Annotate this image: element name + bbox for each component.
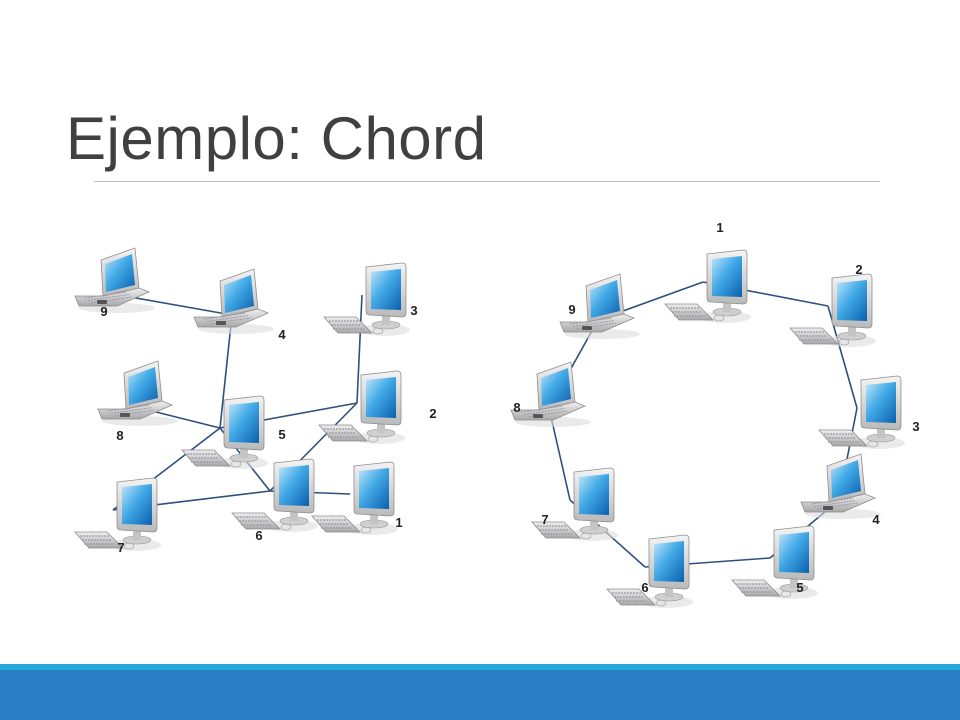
- right-ring-node-9-laptop-icon: [559, 273, 640, 339]
- right-ring-node-2-label: 2: [855, 262, 862, 277]
- left-network-node-2-label: 2: [429, 406, 436, 421]
- right-ring-node-5-label: 5: [796, 580, 803, 595]
- left-network-node-4-label: 4: [278, 327, 286, 342]
- right-ring-node-3-label: 3: [912, 419, 919, 434]
- right-ring-node-9-label: 9: [568, 302, 575, 317]
- right-ring-node-5-desktop-icon: [731, 525, 818, 599]
- right-ring-node-2-desktop-icon: [789, 273, 876, 347]
- right-ring-node-4-laptop-icon: [800, 453, 881, 519]
- left-network-node-7-desktop-icon: [74, 477, 161, 551]
- chord-network-diagram: 9 4 8 5 3 2 7 6 1 1 2 3 4 5 6 7 8 9: [74, 220, 920, 608]
- left-network-node-3-label: 3: [410, 303, 417, 318]
- left-network-node-3-desktop-icon: [323, 262, 410, 336]
- left-network-node-4-laptop-icon: [193, 268, 274, 334]
- footer-accent-bar: [0, 664, 960, 670]
- right-ring-node-1-desktop-icon: [664, 249, 751, 323]
- nodes-layer: 9 4 8 5 3 2 7 6 1 1 2 3 4 5 6 7 8 9: [74, 220, 920, 608]
- footer-bar: [0, 670, 960, 720]
- left-network-node-1-desktop-icon: [311, 461, 398, 535]
- right-ring-node-7-desktop-icon: [531, 467, 618, 541]
- left-network-node-1-label: 1: [395, 515, 402, 530]
- left-network-node-9-label: 9: [100, 304, 107, 319]
- right-ring-node-7-label: 7: [541, 512, 548, 527]
- left-network-node-5-desktop-icon: [181, 395, 268, 469]
- left-network-node-8-laptop-icon: [97, 360, 178, 426]
- left-network-node-6-label: 6: [255, 528, 262, 543]
- right-ring-node-6-label: 6: [641, 580, 648, 595]
- right-ring-node-3-desktop-icon: [818, 375, 905, 449]
- left-network-node-9-laptop-icon: [74, 247, 155, 313]
- right-ring-node-8-label: 8: [513, 400, 520, 415]
- left-network-node-2-desktop-icon: [318, 370, 405, 444]
- left-network-edge-3-2: [356, 294, 363, 404]
- right-ring-node-6-desktop-icon: [606, 534, 693, 608]
- right-ring-node-1-label: 1: [716, 220, 723, 235]
- left-network-node-8-label: 8: [116, 428, 123, 443]
- slide-title: Ejemplo: Chord: [66, 105, 487, 172]
- title-divider: [94, 181, 880, 182]
- left-network-node-5-label: 5: [278, 427, 285, 442]
- left-network-node-6-desktop-icon: [231, 458, 318, 532]
- right-ring-node-4-label: 4: [872, 512, 880, 527]
- right-ring-node-8-laptop-icon: [510, 361, 591, 427]
- left-network-node-7-label: 7: [117, 540, 124, 555]
